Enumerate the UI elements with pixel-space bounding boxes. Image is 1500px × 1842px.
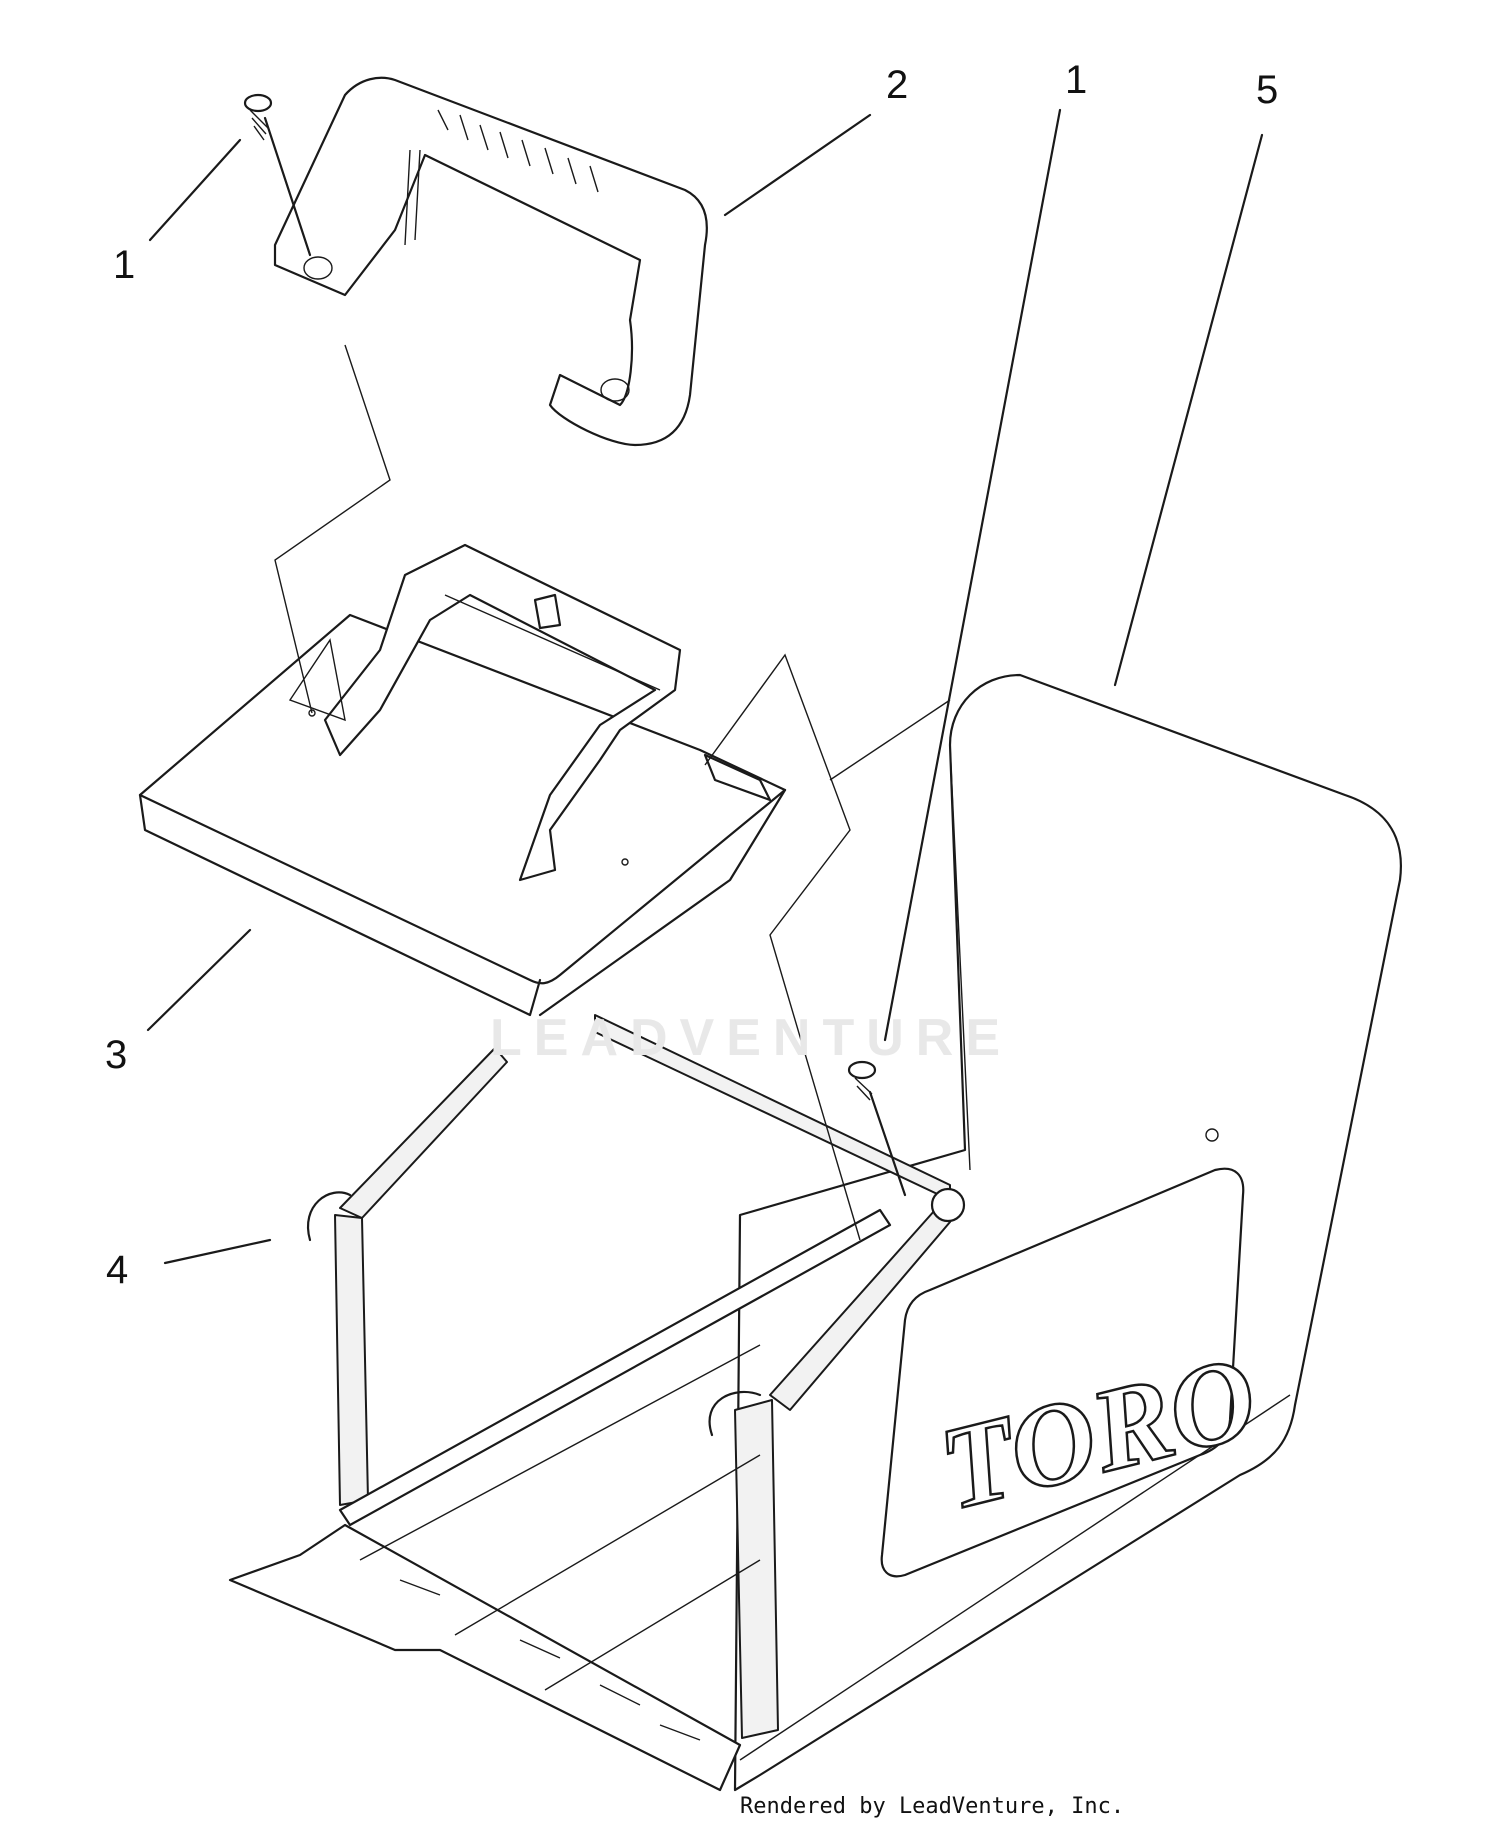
callout-5: 5 [1256,68,1279,112]
callout-1-top-left: 1 [113,243,136,287]
registered-mark-icon [1205,1128,1219,1142]
handle-cover [273,76,708,447]
watermark-text: LEADVENTURE [490,1009,1013,1067]
screw-top-left [243,93,312,257]
callout-1-top-right: 1 [1065,58,1088,102]
callout-2: 2 [886,63,909,107]
bag-lid [138,543,787,1017]
bag-frame [228,1014,966,1792]
screw-hole [600,378,630,402]
callout-4: 4 [106,1248,129,1292]
hinge-knuckle [930,1187,966,1223]
grass-bag: TORO [733,673,1402,1792]
callout-3: 3 [105,1033,128,1077]
screw-top-right [847,1060,907,1197]
leader-lines [146,108,1264,1265]
render-credit: Rendered by LeadVenture, Inc. [740,1794,1125,1819]
screw-hole [303,256,333,280]
